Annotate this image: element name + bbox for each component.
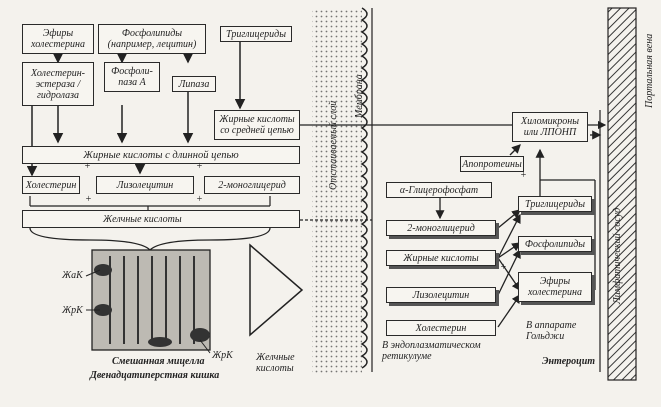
plus-marker: + [500, 262, 507, 273]
unstirred-layer [312, 8, 362, 373]
triglycerides-cell-box: Триглицериды [518, 196, 592, 212]
unstirred-layer-label: Отстаиваемый слой [328, 100, 339, 190]
cholesterol-esters-cell-box: Эфиры холестерина [518, 272, 592, 302]
glycerophosphate-box: α-Глицерофосфат [386, 182, 492, 198]
plus-marker: + [84, 161, 91, 172]
cholesterol-product-box: Холестерин [22, 176, 80, 194]
cholesterol-cell-box: Холестерин [386, 320, 496, 336]
cholesterase-box: Холестерин-эстераза / гидролаза [22, 62, 94, 106]
chylomicrons-box: Хиломикроны или ЛПОНП [512, 112, 588, 142]
bile-acids-box: Желчные кислоты [22, 210, 300, 228]
monoglyceride-product-box: 2-моноглицерид [204, 176, 300, 194]
lymph-vessel-label: Лимфатический сосуд [612, 207, 623, 304]
phospholipids-box: Фосфолипиды (например, лецитин) [98, 24, 206, 54]
plus-marker: + [196, 161, 203, 172]
fatty-acids-cell-box: Жирные кислоты [386, 250, 496, 266]
cholesterol-esters-box: Эфиры холестерина [22, 24, 94, 54]
er-label: В эндоплазматическом ретикулуме [382, 340, 481, 362]
membrane-label: Мембрана [354, 74, 365, 118]
bile-acids-out-label: Желчные кислоты [256, 352, 295, 374]
lysolecithin-product-box: Лизолецитин [96, 176, 194, 194]
apoproteins-box: Апопротеины [460, 156, 524, 172]
portal-vein-bar [607, 7, 637, 381]
medium-chain-fa-box: Жирные кислоты со средней цепью [214, 110, 300, 140]
phospholipids-cell-box: Фосфолипиды [518, 236, 592, 252]
plus-marker: + [196, 194, 203, 205]
lysolecithin-cell-box: Лизолецитин [386, 287, 496, 303]
bile-micelle-label-1: ЖрК [62, 305, 83, 316]
enterocyte-label: Энтероцит [542, 356, 596, 367]
lipase-box: Липаза [172, 76, 216, 92]
triglycerides-top-box: Триглицериды [220, 26, 292, 42]
golgi-label: В аппарате Гольджи [526, 320, 577, 342]
plus-marker: + [85, 194, 92, 205]
plus-marker: + [520, 170, 527, 181]
phospholipase-box: Фосфоли-паза А [104, 62, 160, 92]
bile-recycle-triangle [249, 243, 304, 337]
micelle-caption: Смешанная мицелла [112, 356, 205, 367]
long-chain-fa-box: Жирные кислоты с длинной цепью [22, 146, 300, 164]
duodenum-caption: Двенадцатиперстная кишка [90, 370, 220, 381]
micelle-drawing [91, 249, 211, 351]
monoglyceride-cell-box: 2-моноглицерид [386, 220, 496, 236]
portal-vein-label: Портальная вена [644, 33, 655, 108]
bile-micelle-label-2: ЖрК [212, 350, 233, 361]
fa-micelle-label: ЖаК [62, 270, 83, 281]
microvilli-border [360, 7, 368, 369]
